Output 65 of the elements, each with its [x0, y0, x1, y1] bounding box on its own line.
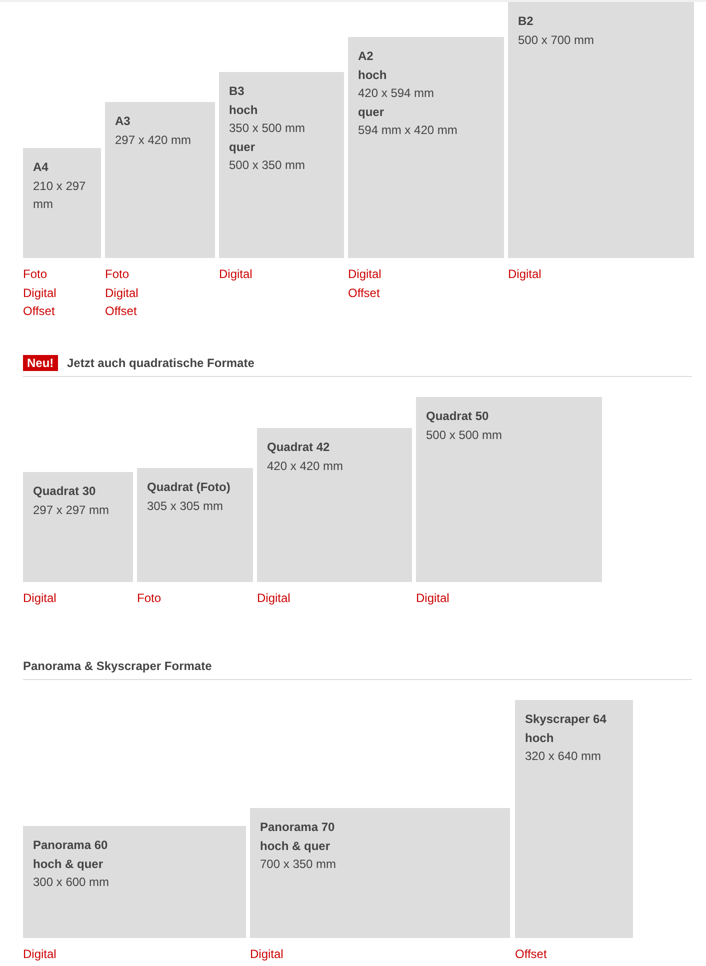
dimensions-text: 500 x 350 mm	[229, 157, 306, 174]
dimensions-text: 500 x 500 mm	[426, 426, 502, 444]
format-panel	[416, 397, 602, 582]
orientation-label: hoch & quer	[33, 856, 104, 872]
dimensions-text: 297 x 420 mm	[115, 132, 192, 148]
orientation-label: hoch & quer	[260, 838, 330, 854]
dimensions-text: 350 x 500 mm	[229, 120, 306, 137]
orientation-label: hoch	[229, 102, 258, 118]
print-method-label: Foto	[105, 266, 130, 283]
format-panel	[348, 37, 504, 258]
dimensions-text: 297 x 297 mm	[33, 502, 110, 518]
format-panel	[219, 72, 344, 258]
print-method-label: Offset	[23, 303, 55, 320]
format-name: B2	[518, 13, 534, 30]
print-method-label: Digital	[348, 266, 382, 283]
dimensions-text: 210 x 297 mm	[33, 178, 87, 213]
format-panel	[257, 428, 412, 582]
print-method-label: Digital	[416, 590, 450, 607]
print-method-label: Digital	[105, 284, 138, 302]
print-method-label: Digital	[23, 284, 56, 302]
section-heading: Panorama & Skyscraper Formate	[23, 658, 212, 674]
format-name: Quadrat (Foto)	[147, 479, 230, 496]
format-name: A2	[358, 48, 374, 65]
print-method-label: Digital	[250, 946, 284, 963]
section-heading: Jetzt auch quadratische Formate	[67, 355, 254, 371]
format-name: Panorama 70	[260, 819, 335, 836]
print-method-label: Foto	[23, 266, 48, 283]
format-panel	[250, 808, 510, 938]
format-name: Skyscraper 64	[525, 711, 606, 728]
print-method-label: Digital	[23, 946, 56, 963]
print-method-label: Digital	[257, 590, 290, 607]
dimensions-text: 305 x 305 mm	[147, 498, 224, 514]
print-method-label: Offset	[348, 284, 380, 302]
format-panel	[137, 468, 253, 582]
format-name: B3	[229, 83, 244, 100]
dimensions-text: 420 x 594 mm	[358, 85, 434, 102]
new-badge: Neu!	[23, 355, 58, 371]
print-method-label: Digital	[508, 266, 542, 283]
print-method-label: Foto	[137, 590, 162, 607]
format-name: Quadrat 30	[33, 483, 96, 500]
format-panel	[515, 700, 633, 938]
format-name: Panorama 60	[33, 837, 108, 854]
dimensions-text: 320 x 640 mm	[525, 748, 602, 765]
orientation-label: quer	[229, 138, 256, 156]
dimensions-text: 300 x 600 mm	[33, 874, 110, 891]
orientation-label: quer	[358, 104, 384, 120]
print-method-label: Digital	[219, 266, 252, 283]
format-panel	[23, 826, 246, 938]
format-name: A3	[115, 113, 130, 130]
dimensions-text: 700 x 350 mm	[260, 856, 336, 873]
dimensions-text: 420 x 420 mm	[267, 458, 344, 474]
format-panel	[105, 102, 215, 258]
orientation-label: hoch	[525, 730, 554, 746]
format-name: Quadrat 50	[426, 408, 489, 425]
print-method-label: Offset	[515, 946, 547, 963]
format-panel	[508, 2, 694, 258]
orientation-label: hoch	[358, 66, 387, 84]
print-method-label: Digital	[23, 590, 56, 607]
format-panel	[23, 472, 133, 582]
dimensions-text: 594 mm x 420 mm	[358, 122, 458, 139]
format-name: A4	[33, 159, 48, 176]
print-method-label: Offset	[105, 303, 137, 320]
format-panel	[23, 148, 101, 258]
format-name: Quadrat 42	[267, 439, 330, 456]
dimensions-text: 500 x 700 mm	[518, 32, 594, 48]
